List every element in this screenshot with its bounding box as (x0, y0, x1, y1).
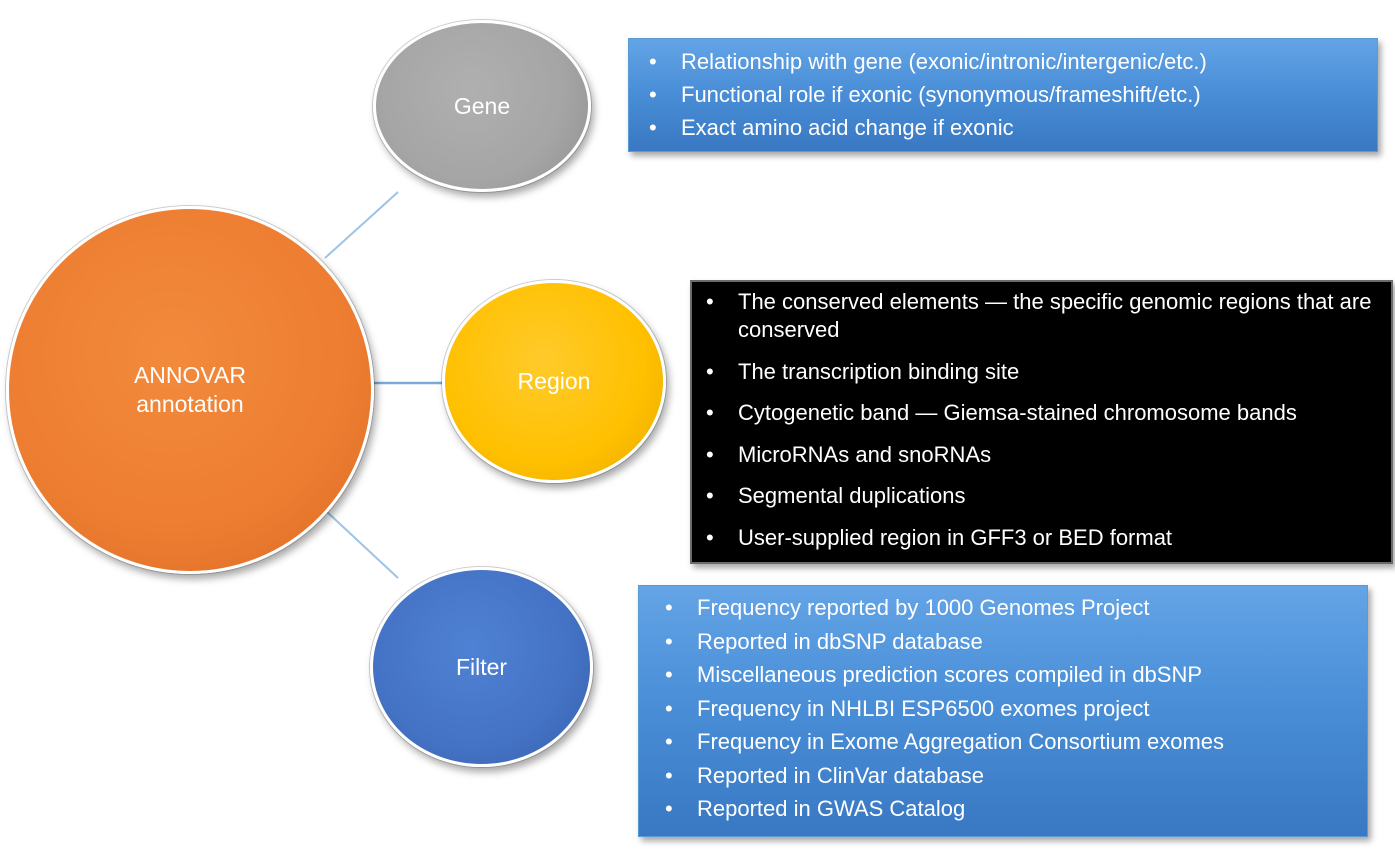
region-detail-item: MicroRNAs and snoRNAs (694, 441, 1385, 469)
connector-main-filter (324, 509, 399, 579)
region-detail-item: The transcription binding site (694, 358, 1385, 386)
region-label: Region (517, 368, 591, 395)
region-detail-item: Cytogenetic band — Giemsa-stained chromo… (694, 399, 1385, 427)
filter-node: Filter (370, 567, 593, 767)
filter-detail-item: Frequency in NHLBI ESP6500 exomes projec… (653, 695, 1357, 729)
filter-details-box: Frequency reported by 1000 Genomes Proje… (638, 585, 1368, 837)
region-node: Region (442, 280, 666, 483)
region-details-list: The conserved elements — the specific ge… (694, 288, 1385, 552)
filter-detail-item: Reported in dbSNP database (653, 628, 1357, 662)
filter-detail-item: Reported in GWAS Catalog (653, 795, 1357, 829)
gene-detail-item: Functional role if exonic (synonymous/fr… (637, 81, 1367, 114)
gene-detail-item: Exact amino acid change if exonic (637, 114, 1367, 147)
filter-label: Filter (455, 653, 508, 680)
filter-detail-item: Frequency in Exome Aggregation Consortiu… (653, 728, 1357, 762)
connector-main-gene (324, 191, 399, 259)
gene-details-box: Relationship with gene (exonic/intronic/… (628, 38, 1378, 152)
annovar-annotation-label: ANNOVAR annotation (133, 362, 247, 417)
gene-details-list: Relationship with gene (exonic/intronic/… (637, 48, 1367, 147)
region-details-box: The conserved elements — the specific ge… (690, 280, 1393, 564)
gene-node: Gene (373, 20, 591, 192)
annovar-annotation-node: ANNOVAR annotation (6, 206, 374, 574)
region-detail-item: The conserved elements — the specific ge… (694, 288, 1385, 344)
filter-detail-item: Frequency reported by 1000 Genomes Proje… (653, 594, 1357, 628)
filter-details-list: Frequency reported by 1000 Genomes Proje… (653, 594, 1357, 829)
filter-detail-item: Reported in ClinVar database (653, 762, 1357, 796)
region-detail-item: Segmental duplications (694, 482, 1385, 510)
filter-detail-item: Miscellaneous prediction scores compiled… (653, 661, 1357, 695)
gene-label: Gene (453, 92, 511, 119)
region-detail-item: User-supplied region in GFF3 or BED form… (694, 524, 1385, 552)
gene-detail-item: Relationship with gene (exonic/intronic/… (637, 48, 1367, 81)
